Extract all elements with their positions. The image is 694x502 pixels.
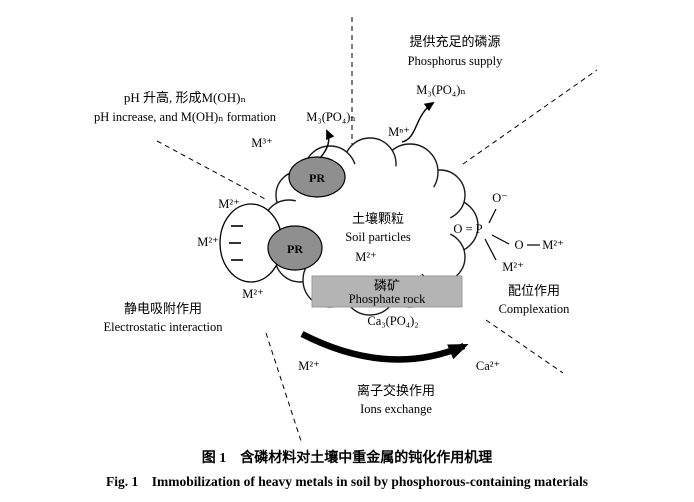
supply-label-cn: 提供充足的磷源 [409, 34, 500, 49]
divider-upper-left [156, 140, 268, 201]
bond-p-metal [484, 238, 497, 261]
supply-label-en: Phosphorus supply [408, 54, 504, 68]
divider-lower-left [265, 332, 303, 445]
m2-plus-left-1: M²⁺ [218, 197, 239, 211]
electrostatic-label-cn: 静电吸附作用 [124, 301, 202, 316]
electrostatic-label-en: Electrostatic interaction [103, 320, 223, 334]
m2-plus-inside: M²⁺ [355, 250, 376, 264]
mn-plus: Mⁿ⁺ [388, 125, 410, 139]
bond-p-o [491, 234, 510, 245]
divider-upper-right [462, 69, 598, 165]
bond-p-o-minus [488, 208, 497, 224]
pr-label-left: PR [287, 242, 303, 256]
ph-label-en: pH increase, and M(OH)ₙ formation [94, 110, 277, 124]
figure-caption-en: Fig. 1 Immobilization of heavy metals in… [106, 474, 588, 489]
pr-label-top: PR [309, 171, 325, 185]
o-bridging: O [514, 238, 523, 252]
arrow-ion-exchange [300, 331, 469, 363]
o-minus: O⁻ [492, 191, 508, 205]
rock-label-cn: 磷矿 [374, 278, 400, 293]
m2-plus-right-1: M²⁺ [542, 238, 563, 252]
phosphate-rock-bar [311, 275, 463, 308]
pr-particle-top [288, 156, 346, 198]
ca3po42: Ca₃(PO₄)₂ [367, 314, 418, 328]
figure-caption-cn: 图 1 含磷材料对土壤中重金属的钝化作用机理 [202, 449, 493, 466]
soil-label-en: Soil particles [345, 230, 411, 244]
o-double-bond-p: O = P [453, 222, 482, 236]
sector-dividers [156, 17, 598, 445]
ion-exchange-label-en: Ions exchange [360, 402, 432, 416]
m2-plus-left-2: M²⁺ [197, 235, 218, 249]
m2-plus-right-2: M²⁺ [502, 260, 523, 274]
ca2-plus: Ca²⁺ [476, 359, 500, 373]
divider-lower-right [485, 319, 564, 374]
complexation-label-en: Complexation [499, 302, 571, 316]
ph-label-cn: pH 升高, 形成M(OH)ₙ [124, 90, 246, 105]
pr-particle-left [267, 225, 323, 271]
m3po4n-top: M₃(PO₄)ₙ [416, 83, 466, 97]
m3-plus: M³⁺ [251, 136, 272, 150]
m3po4n-left: M₃(PO₄)ₙ [306, 110, 356, 124]
arrow-pr-to-precipitate [319, 129, 335, 159]
arrow-metal-to-phosphate [401, 101, 435, 143]
m2-plus-bottom: M²⁺ [298, 359, 319, 373]
m2-plus-left-3: M²⁺ [242, 287, 263, 301]
phosphate-group-bonds [484, 208, 540, 261]
rock-label-en: Phosphate rock [349, 292, 426, 306]
complexation-label-cn: 配位作用 [508, 283, 560, 298]
negative-charge-marks [229, 225, 243, 261]
ion-exchange-label-cn: 离子交换作用 [357, 383, 435, 398]
soil-label-cn: 土壤颗粒 [352, 211, 404, 226]
